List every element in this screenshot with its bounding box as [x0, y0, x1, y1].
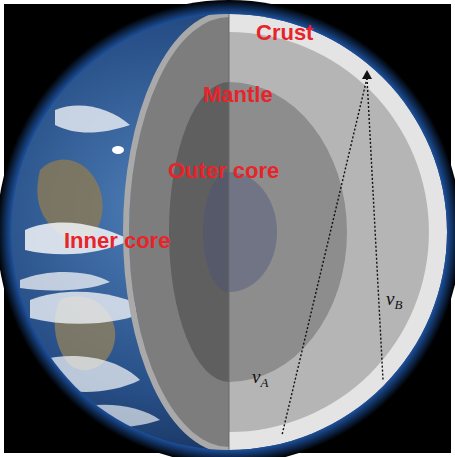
ray-label: νA	[252, 367, 268, 389]
ray-label: νB	[386, 289, 402, 311]
source-marker	[362, 70, 372, 79]
ray-paths	[282, 70, 383, 435]
layer-label: Mantle	[203, 84, 273, 106]
earth-globe	[11, 14, 447, 450]
layer-label: Crust	[256, 22, 313, 44]
layer-label: Inner core	[64, 230, 170, 252]
layer-label: Outer core	[168, 160, 279, 182]
